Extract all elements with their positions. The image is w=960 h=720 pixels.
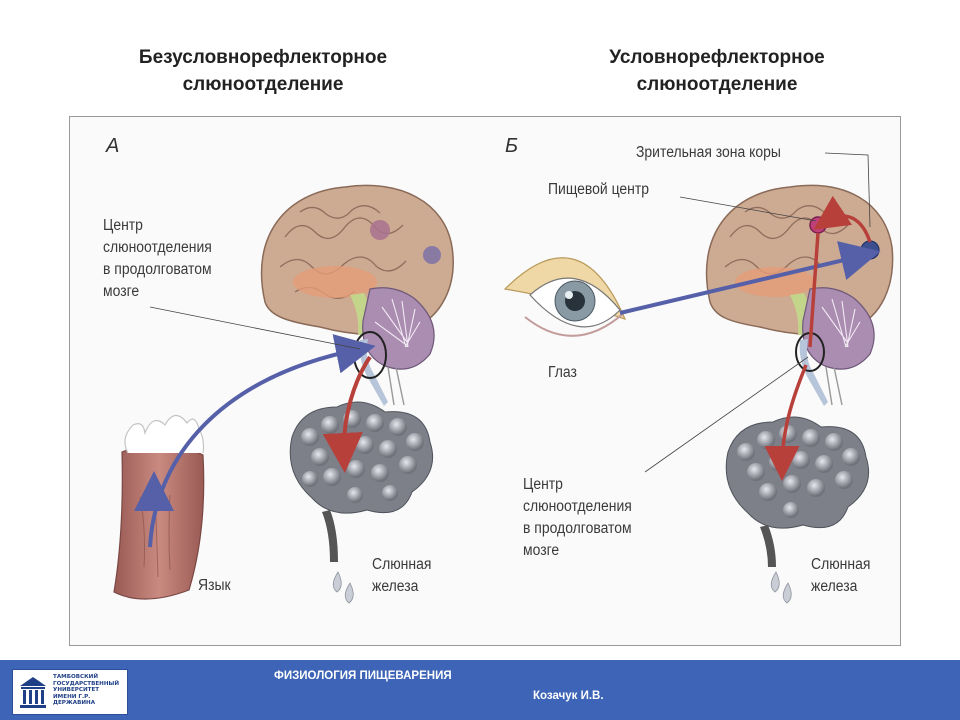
panel-b-gland-label: Слюнная железа bbox=[811, 556, 871, 595]
panel-b-efferent-arrow bbox=[764, 364, 808, 481]
panel-b-cortex-arrow bbox=[813, 195, 872, 243]
panel-a-tongue-label: Язык bbox=[198, 577, 231, 594]
title-unconditioned: Безусловнорефлекторное слюноотделение bbox=[138, 47, 388, 95]
figure-illustration bbox=[113, 152, 894, 604]
panel-a-brain bbox=[260, 184, 454, 406]
university-name: ТАМБОВСКИЙ ГОСУДАРСТВЕННЫЙ УНИВЕРСИТЕТ И… bbox=[53, 674, 119, 707]
panel-b-center-label: Центр слюноотделения в продолговатом моз… bbox=[523, 476, 632, 559]
footer-bar bbox=[0, 660, 960, 720]
panel-b-brain bbox=[705, 184, 894, 406]
university-building-icon bbox=[20, 677, 46, 708]
panel-b-letter: Б bbox=[505, 135, 519, 157]
panel-b-eye-label: Глаз bbox=[548, 364, 577, 381]
panel-b-visual-cortex-label: Зрительная зона коры bbox=[636, 144, 781, 161]
panel-b-food-pointer bbox=[679, 196, 817, 222]
panel-a-afferent-arrow bbox=[148, 334, 376, 548]
panel-a-center-pointer bbox=[149, 306, 361, 350]
panel-a-letter: А bbox=[106, 135, 120, 157]
panel-b-center-pointer bbox=[644, 356, 809, 473]
university-logo: ТАМБОВСКИЙ ГОСУДАРСТВЕННЫЙ УНИВЕРСИТЕТ И… bbox=[12, 669, 128, 715]
panel-a-efferent-arrow bbox=[322, 355, 372, 473]
panel-b-cortex-pointer bbox=[824, 152, 871, 228]
panel-a-center-label: Центр слюноотделения в продолговатом моз… bbox=[103, 217, 212, 300]
panel-b-descending-arrow bbox=[808, 232, 820, 348]
footer-course-title: ФИЗИОЛОГИЯ ПИЩЕВАРЕНИЯ bbox=[274, 670, 452, 682]
panel-a-gland-label: Слюнная железа bbox=[372, 556, 432, 595]
title-conditioned: Условнорефлекторное слюноотделение bbox=[609, 47, 825, 95]
salivation-reflex-figure: А Б Центр слюноотделения в продолговатом… bbox=[69, 116, 901, 646]
panel-b-food-center-label: Пищевой центр bbox=[548, 181, 650, 198]
panel-b-visual-arrow bbox=[619, 241, 881, 315]
footer-author: Козачук И.В. bbox=[533, 690, 604, 702]
panel-b-eye bbox=[503, 257, 627, 337]
